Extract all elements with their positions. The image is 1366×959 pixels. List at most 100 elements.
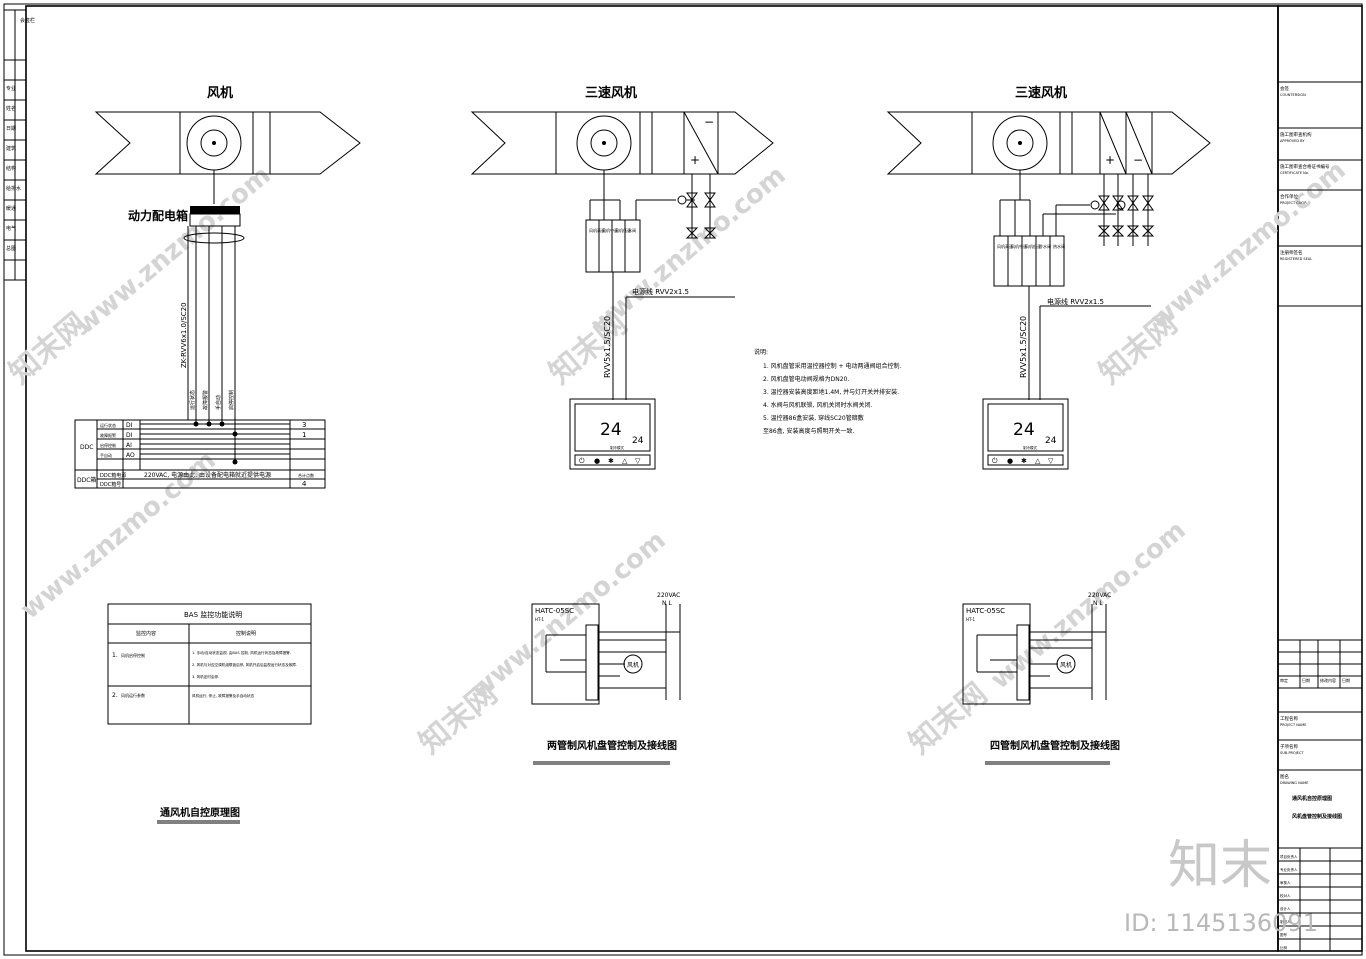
tb-row-7-en: DRAWING NAME: [1280, 781, 1308, 785]
fcu2-wiring-fan-label: 风机: [627, 661, 639, 669]
fcu2-wiring-sub: HT-1: [535, 617, 545, 622]
tb-date-3: 日期: [1342, 677, 1350, 683]
fcu4-coil-plus: +: [1105, 153, 1115, 167]
fcu2-title: 三速风机: [585, 85, 637, 101]
ddc-label: DDC: [80, 444, 93, 451]
fcu2-caption: 两管制风机盘管控制及接线图: [547, 739, 677, 752]
tb-row-0: 会签: [1280, 85, 1289, 92]
bas-function-table: BAS 监控功能说明 监控内容 控制说明 1. 风机启停控制 1. 手动/自动状…: [107, 603, 312, 725]
fcu4-thermostat-set: 24: [1045, 436, 1057, 446]
tb-date-2: 修改内容: [1320, 677, 1336, 683]
ddc-point-table: DDC DDC箱 运行状态 故障报警 启停控制 手自动 DI DI AI AO …: [74, 419, 326, 489]
fcu4-terminal-0: 风机高速: [997, 243, 1013, 249]
fcu2-coil-minus: −: [704, 115, 714, 129]
fcu4-terminal-3: 冷水阀: [1039, 243, 1051, 249]
fcu2-mode-button-icon[interactable]: ●: [594, 457, 600, 465]
fcu4-down-button-icon[interactable]: ▽: [1048, 457, 1054, 465]
fcu2-ctrl-cable: RVV5x1.5/SC20: [603, 316, 612, 378]
fcu4-valve-icon-3: [1127, 195, 1139, 211]
ddc-row-count-0: 3: [302, 421, 306, 429]
title-block-frame: [1277, 5, 1363, 952]
ddc-power-row2-name: DDC箱号: [100, 481, 121, 488]
bas-table-title: BAS 监控功能说明: [184, 610, 242, 619]
fcu4-wiring-fan-label: 风机: [1060, 661, 1072, 669]
strip-label-3: 日期: [6, 126, 16, 132]
ddc-count-label: 合计点数: [298, 472, 314, 478]
fcu4-thermostat-mode: 制冷模式: [1023, 445, 1038, 450]
fan-control-diagram: 风机 动力配电箱 ZK-RVV6x1.0/SC20 运行状态 故障报警 手自动 …: [74, 85, 361, 489]
tb-row-4: 注册师签名: [1280, 249, 1303, 256]
two-pipe-fcu-diagram: 三速风机 + − 风机高速 风机中速 风机低速 水阀: [470, 85, 774, 765]
bas-row-desc-0-0: 1. 手动/自动状态监视, 由BAS 控制, 风机运行状态及故障报警.: [192, 650, 291, 655]
fcu4-nl: N L: [1093, 600, 1103, 607]
tb-row-5: 工程名称: [1280, 715, 1298, 722]
strip-label-9: 总图: [6, 245, 16, 252]
fcu2-valve-icon-2: [704, 192, 716, 208]
fcu2-terminal-0: 风机高速: [589, 227, 605, 233]
strip-label-8: 电气: [6, 225, 16, 232]
fcu4-thermostat[interactable]: [982, 398, 1069, 470]
cable-label: ZK-RVV6x1.0/SC20: [180, 302, 188, 368]
ddc-row-name-0: 运行状态: [100, 422, 116, 428]
notes: 说明: 1. 风机盘管采用温控器控制 + 电动两通阀组合控制. 2. 风机盘管电…: [754, 348, 901, 435]
fcu4-actuator-icon-1: [1090, 200, 1100, 210]
tb-bottom-2: 审核人: [1280, 880, 1291, 885]
strip-label-1: 专业: [6, 85, 16, 92]
fcu2-power-button-icon[interactable]: ⏻: [579, 457, 585, 465]
fcu2-fan-button-icon[interactable]: ✱: [608, 457, 614, 465]
fcu4-voltage: 220VAC: [1088, 592, 1111, 599]
tb-bottom-1: 专业负责人: [1280, 867, 1298, 872]
fcu4-wiring-sub: HT-1: [966, 617, 976, 622]
fcu2-nl: N L: [662, 600, 672, 607]
bas-row-name-0: 风机启停控制: [121, 652, 145, 658]
wire-label-4: 启停控制: [228, 390, 235, 410]
strip-label-7: 暖通: [6, 205, 16, 212]
four-pipe-fcu-diagram: 三速风机 + − 风机高速 风机中速 风机低速 冷水阀 热水阀: [886, 85, 1211, 765]
fcu2-actuator-icon: [677, 195, 687, 205]
tb-row-7: 图名: [1280, 773, 1289, 780]
fcu4-ctrl-cable: RVV5x1.5/SC20: [1019, 316, 1028, 378]
note-3: 3. 温控器安装高度距地1.4M, 并与灯开关并排安装.: [763, 388, 899, 396]
note-6: 至86盒, 安装高度与照明开关一致.: [763, 427, 854, 435]
note-1: 1. 风机盘管采用温控器控制 + 电动两通阀组合控制.: [763, 362, 901, 370]
ddc-row-name-2: 启停控制: [100, 442, 116, 448]
fcu4-power-cable: 电源线 RVV2x1.5: [1047, 297, 1104, 306]
tb-date-0: 审定: [1280, 677, 1288, 683]
fcu2-thermostat-set: 24: [632, 436, 644, 446]
note-5: 5. 温控器86盒安装, 穿线SC20管暗敷: [763, 414, 864, 422]
note-2: 2. 风机盘管电动阀规格为DN20.: [763, 375, 849, 383]
ddc-row-name-3: 手自动: [100, 452, 112, 458]
ddc-row-type-0: DI: [126, 422, 133, 429]
ddc-power-row-text: 220VAC, 电源由此, 由设备配电箱就近提供电源: [144, 471, 271, 479]
fcu4-valve-icon-2: [1112, 195, 1124, 211]
strip-label-6: 给排水: [6, 185, 21, 192]
panel-label: 动力配电箱: [128, 208, 188, 223]
tb-drawing-name-2: 风机盘管控制及接线图: [1292, 813, 1342, 820]
fcu4-mode-button-icon[interactable]: ●: [1007, 457, 1013, 465]
tb-row-0-en: COUNTERSIGN: [1280, 93, 1306, 97]
watermark-domain-6: www.znzmo.com: [985, 515, 1191, 695]
bas-row-name-1: 风机运行参数: [121, 692, 145, 698]
fcu2-terminal-1: 风机中速: [602, 227, 618, 233]
fcu4-terminal-1: 风机中速: [1011, 243, 1027, 249]
fcu2-duct-symbol: [470, 111, 774, 175]
fcu2-thermostat-mode: 制冷模式: [610, 445, 624, 450]
wire-label-1: 运行状态: [189, 390, 196, 410]
fcu2-thermostat[interactable]: [569, 398, 656, 470]
fcu4-power-button-icon[interactable]: ⏻: [992, 457, 998, 465]
watermark-brand-5: 知末网: [903, 676, 994, 761]
fcu2-down-button-icon[interactable]: ▽: [635, 457, 641, 465]
tb-bottom-0: 项目负责人: [1280, 854, 1298, 859]
fan-duct-symbol: [94, 111, 361, 175]
distribution-panel: [190, 206, 240, 214]
fcu4-fan-button-icon[interactable]: ✱: [1021, 457, 1027, 465]
fcu4-up-button-icon[interactable]: △: [1035, 457, 1041, 465]
fcu2-valve-icon-1: [686, 192, 698, 208]
ddc-row-type-1: DI: [126, 432, 133, 439]
tb-row-1-en: APPROVED BY: [1280, 139, 1305, 143]
ddc-row-name-1: 故障报警: [100, 432, 116, 438]
bas-row-no-1: 2.: [112, 692, 118, 699]
fcu4-valve-icon-1: [1098, 195, 1110, 211]
wire-label-2: 故障报警: [202, 390, 209, 410]
fcu2-up-button-icon[interactable]: △: [622, 457, 628, 465]
